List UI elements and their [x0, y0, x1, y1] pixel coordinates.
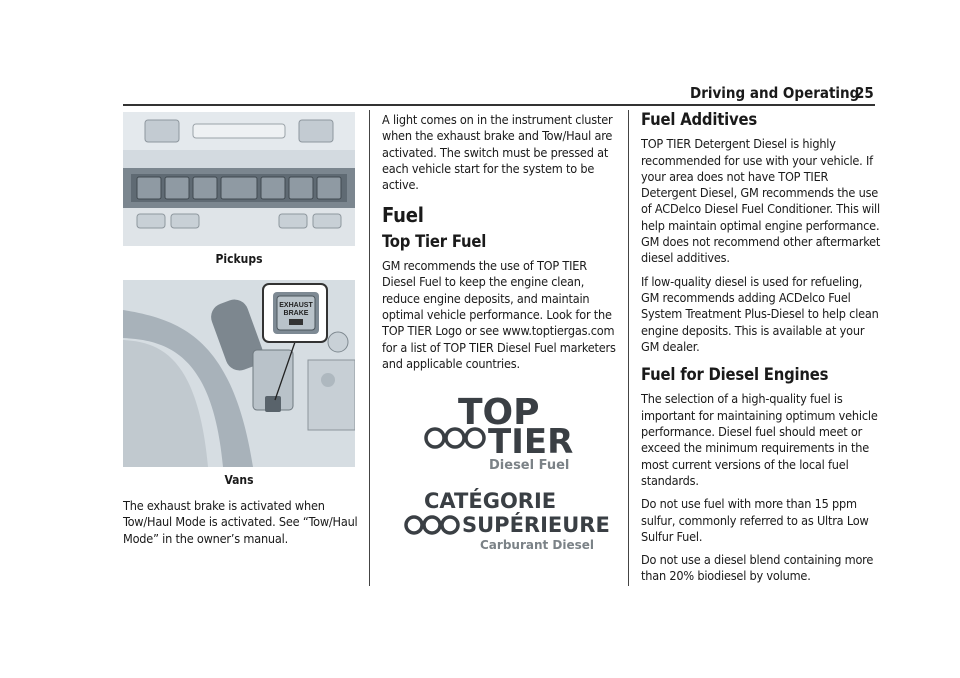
column-divider-2 — [628, 110, 629, 586]
column-divider-1 — [369, 110, 370, 586]
top-tier-heading: Top Tier Fuel — [382, 231, 487, 251]
header-rule — [123, 104, 875, 106]
logo-top-text: TOP — [458, 392, 540, 433]
logo-categorie-text: CATÉGORIE — [424, 488, 556, 513]
vans-caption: Vans — [224, 473, 254, 487]
diesel-paragraph-1: The selection of a high-quality fuel is … — [641, 391, 878, 488]
top-tier-paragraph: GM recommends the use of TOP TIER Diesel… — [382, 258, 616, 371]
pickups-caption: Pickups — [215, 252, 263, 266]
page-number: 25 — [855, 84, 874, 102]
instrument-light-paragraph: A light comes on in the instrument clust… — [382, 112, 613, 193]
fuel-heading: Fuel — [382, 203, 424, 228]
column-2: A light comes on in the instrument clust… — [382, 112, 618, 379]
diesel-paragraph-2: Do not use fuel with more than 15 ppm su… — [641, 496, 869, 544]
exhaust-brake-paragraph: The exhaust brake is activated when Tow/… — [123, 498, 358, 546]
logo-diesel-fuel-text: Diesel Fuel — [489, 458, 569, 470]
exhaust-label: EXHAUST — [279, 302, 313, 309]
top-tier-logo: TOP TIER Diesel Fuel — [424, 392, 573, 470]
brake-label: BRAKE — [284, 310, 309, 317]
categorie-superieure-logo: CATÉGORIE SUPÉRIEURE Carburant Diesel — [404, 488, 610, 552]
additives-paragraph-2: If low-quality diesel is used for refuel… — [641, 273, 879, 354]
logo-tier-text: TIER — [488, 422, 573, 462]
section-title: Driving and Operating — [690, 84, 860, 102]
logo-superieure-text: SUPÉRIEURE — [462, 512, 610, 537]
vans-dashboard-photo: EXHAUST BRAKE — [123, 280, 355, 467]
logo-carburant-text: Carburant Diesel — [480, 538, 594, 552]
diesel-engines-heading: Fuel for Diesel Engines — [641, 365, 829, 385]
diesel-paragraph-3: Do not use a diesel blend containing mor… — [641, 552, 874, 584]
column-3: Fuel Additives TOP TIER Detergent Diesel… — [641, 110, 881, 592]
additives-paragraph-1: TOP TIER Detergent Diesel is highly reco… — [641, 136, 881, 266]
fuel-additives-heading: Fuel Additives — [641, 110, 758, 129]
pickups-console-photo — [123, 112, 355, 246]
column-1: The exhaust brake is activated when Tow/… — [123, 498, 359, 554]
